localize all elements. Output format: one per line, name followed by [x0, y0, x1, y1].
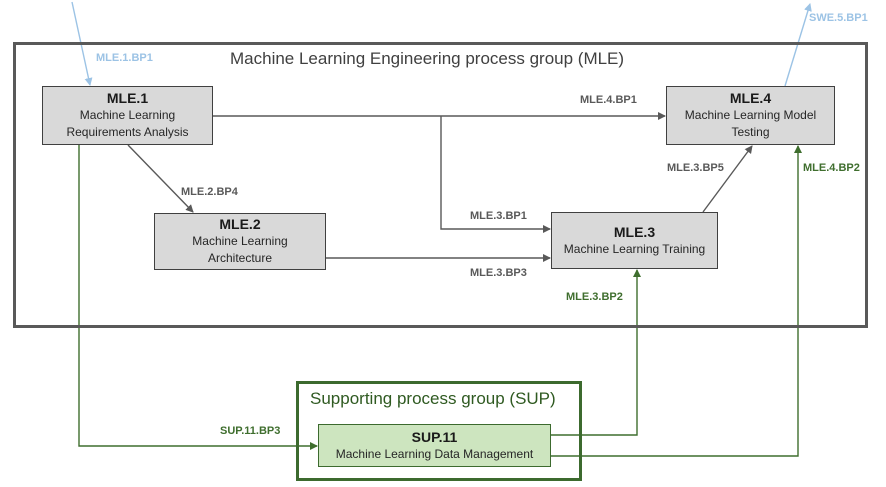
process-name-line1: Machine Learning [192, 234, 288, 248]
bp-label-mle4-bp2: MLE.4.BP2 [803, 162, 860, 174]
arrow-swe5-bp1-output [784, 3, 812, 87]
process-id: MLE.3 [613, 223, 656, 240]
process-name-line2: Architecture [207, 251, 273, 265]
sup-process-group-frame [296, 381, 582, 481]
arrow-mle1-to-sup11 [78, 145, 318, 450]
process-name-line1: Machine Learning [79, 108, 176, 122]
process-id: SUP.11 [411, 428, 458, 445]
bp-label-mle3-bp2: MLE.3.BP2 [566, 291, 623, 303]
bp-label-mle3-bp1: MLE.3.BP1 [470, 210, 527, 222]
bp-label-mle3-bp5: MLE.3.BP5 [667, 162, 724, 174]
process-name-line1: Machine Learning Training [563, 241, 706, 256]
process-mle2[interactable]: MLE.2 Machine Learning Architecture [154, 213, 326, 270]
bp-label-mle4-bp1: MLE.4.BP1 [580, 94, 637, 106]
sup-group-title: Supporting process group (SUP) [310, 389, 556, 408]
arrow-mle1-to-mle2 [127, 144, 194, 213]
mle-group-title: Machine Learning Engineering process gro… [230, 49, 625, 68]
bp-label-sup11-bp3: SUP.11.BP3 [220, 425, 281, 437]
process-name-line2: Requirements Analysis [66, 125, 189, 139]
bp-label-mle2-bp4: MLE.2.BP4 [181, 186, 238, 198]
process-mle1[interactable]: MLE.1 Machine Learning Requirements Anal… [42, 86, 213, 145]
process-sup11[interactable]: SUP.11 Machine Learning Data Management [318, 424, 551, 467]
arrow-sup11-to-mle4 [551, 145, 802, 457]
bp-label-mle3-bp3: MLE.3.BP3 [470, 267, 527, 279]
process-id: MLE.1 [106, 90, 149, 106]
process-name-line1: Machine Learning Model [684, 108, 817, 122]
process-name-line2: Testing [731, 125, 770, 139]
arrow-mle1-to-mle3 [440, 116, 551, 233]
bp-label-mle1-bp1: MLE.1.BP1 [96, 52, 153, 64]
mle-process-group-frame [13, 42, 868, 328]
process-id: MLE.2 [219, 216, 261, 232]
bp-label-swe5-bp1: SWE.5.BP1 [809, 12, 868, 24]
process-mle4[interactable]: MLE.4 Machine Learning Model Testing [666, 86, 835, 145]
process-mle3[interactable]: MLE.3 Machine Learning Training [551, 212, 718, 269]
process-id: MLE.4 [729, 90, 772, 106]
process-name-line1: Machine Learning Data Management [335, 446, 534, 461]
arrow-mle3-to-mle4 [702, 145, 753, 213]
